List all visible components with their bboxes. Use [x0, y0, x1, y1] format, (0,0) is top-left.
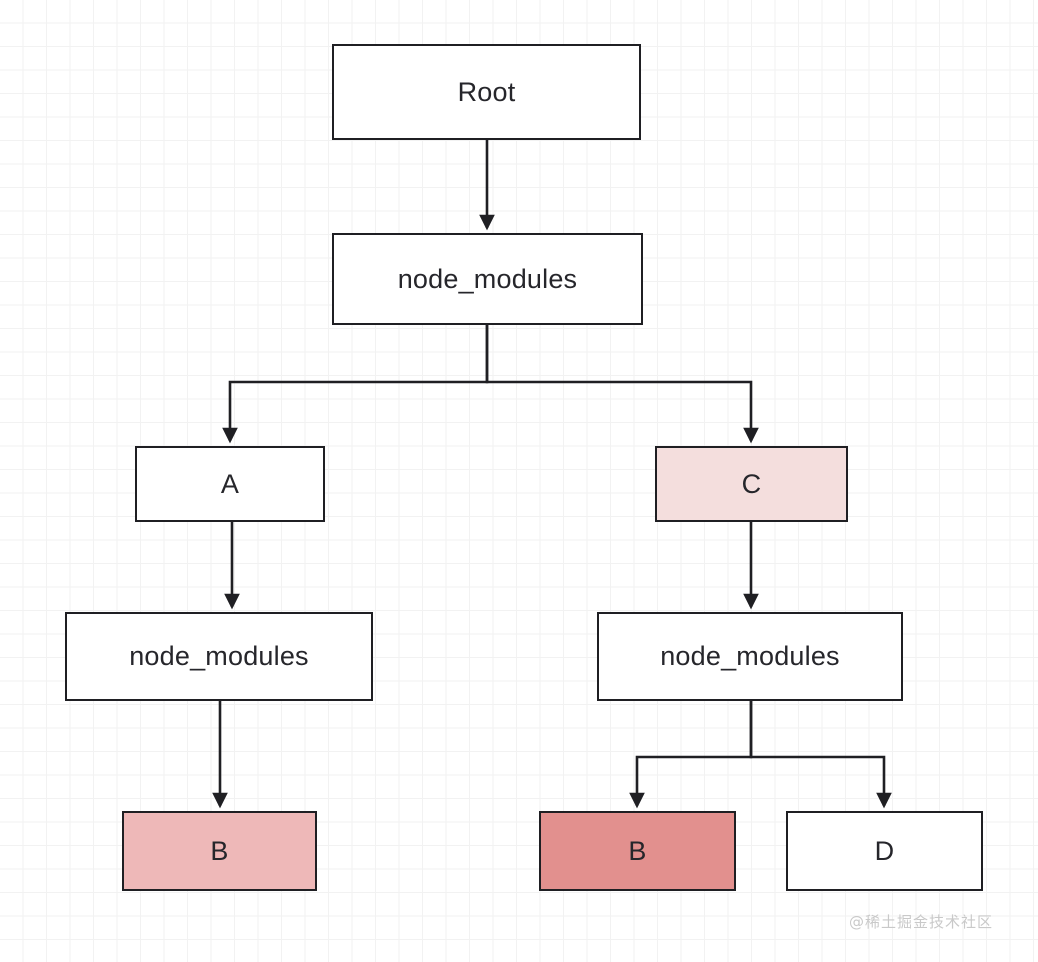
node-node-modules-c[interactable]: node_modules: [597, 612, 903, 701]
node-d[interactable]: D: [786, 811, 983, 891]
edge-node-modules-c-to-b: [629, 701, 753, 809]
node-b-right-label: B: [628, 835, 647, 866]
edge-node-modules-c-to-d: [749, 701, 892, 809]
node-d-label: D: [874, 835, 895, 866]
edge-node-modules-to-c: [485, 325, 759, 444]
node-c-label: C: [741, 468, 762, 499]
edge-node-modules-to-a: [222, 325, 489, 444]
node-node-modules-a[interactable]: node_modules: [65, 612, 373, 701]
node-root-label: Root: [457, 76, 516, 107]
node-c[interactable]: C: [655, 446, 848, 522]
node-node-modules-root[interactable]: node_modules: [332, 233, 643, 325]
node-b-left[interactable]: B: [122, 811, 317, 891]
node-node-modules-root-label: node_modules: [397, 263, 578, 294]
node-node-modules-c-label: node_modules: [660, 641, 840, 671]
node-node-modules-a-label: node_modules: [129, 641, 309, 671]
node-b-left-label: B: [210, 835, 229, 866]
node-root[interactable]: Root: [332, 44, 641, 140]
node-a[interactable]: A: [135, 446, 325, 522]
node-a-label: A: [220, 468, 240, 499]
node-b-right[interactable]: B: [539, 811, 736, 891]
watermark: @稀土掘金技术社区: [849, 913, 994, 931]
